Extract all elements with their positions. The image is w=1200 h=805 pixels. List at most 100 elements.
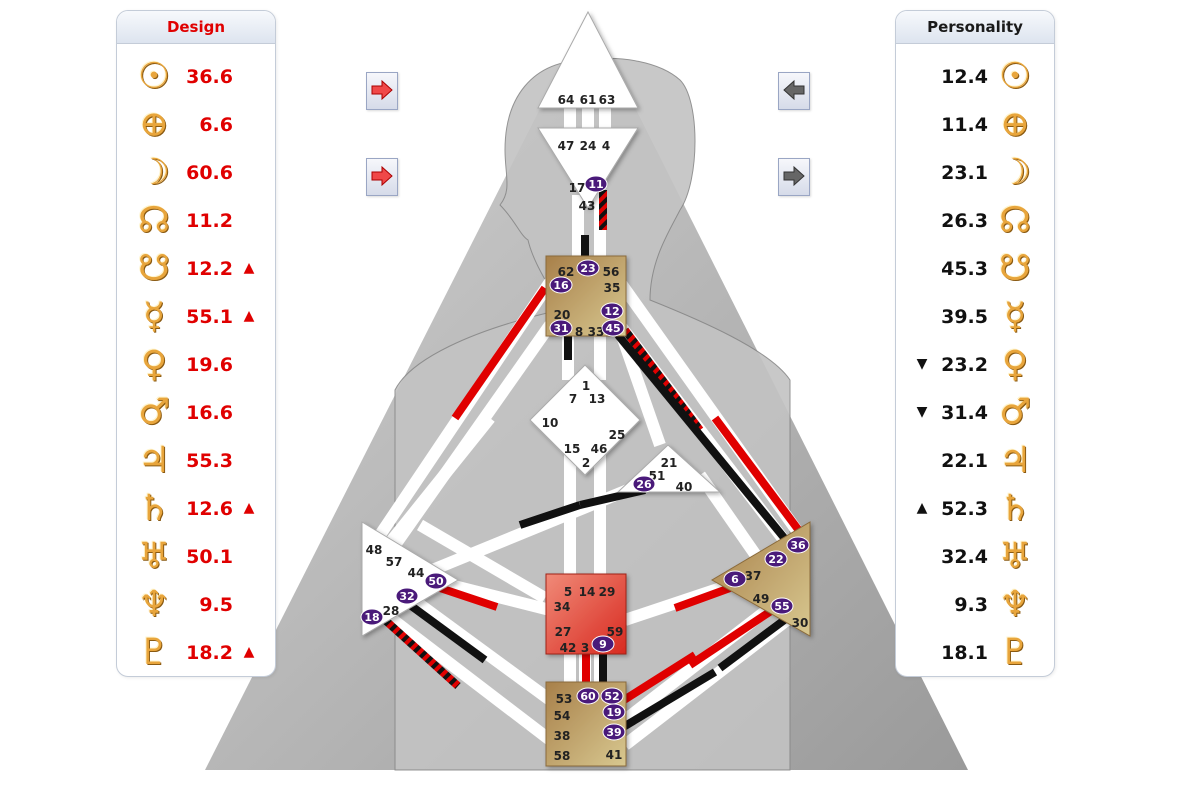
personality-row-sun[interactable]: ☉12.4: [896, 54, 1054, 102]
gate-23[interactable]: 23: [580, 262, 595, 275]
gate-26[interactable]: 26: [636, 478, 652, 491]
head-center[interactable]: [537, 10, 639, 109]
gate-21[interactable]: 21: [661, 456, 678, 470]
design-row-mercury[interactable]: ☿55.1▲: [117, 294, 275, 342]
design-row-neptune[interactable]: ♆9.5: [117, 582, 275, 630]
gate-18[interactable]: 18: [364, 611, 379, 624]
gate-5[interactable]: 5: [564, 585, 572, 599]
gate-37[interactable]: 37: [745, 569, 762, 583]
g-center[interactable]: [529, 364, 641, 476]
design-forward-button-2[interactable]: [366, 158, 398, 196]
gate-32[interactable]: 32: [399, 590, 414, 603]
gate-34[interactable]: 34: [554, 600, 571, 614]
gate-24[interactable]: 24: [580, 139, 597, 153]
gate-60[interactable]: 60: [580, 690, 596, 703]
personality-forward-button[interactable]: [778, 158, 810, 196]
gate-20[interactable]: 20: [554, 308, 571, 322]
gate-55[interactable]: 55: [774, 600, 789, 613]
gate-56[interactable]: 56: [603, 265, 620, 279]
gate-29[interactable]: 29: [599, 585, 616, 599]
gate-52[interactable]: 52: [604, 690, 619, 703]
gate-50[interactable]: 50: [428, 575, 444, 588]
gate-48[interactable]: 48: [366, 543, 383, 557]
gate-27[interactable]: 27: [555, 625, 572, 639]
gate-31[interactable]: 31: [553, 322, 568, 335]
gate-7[interactable]: 7: [569, 392, 577, 406]
gate-38[interactable]: 38: [554, 729, 571, 743]
personality-row-jupiter[interactable]: ♃22.1: [896, 438, 1054, 486]
personality-row-uranus[interactable]: ♅32.4: [896, 534, 1054, 582]
gate-28[interactable]: 28: [383, 604, 400, 618]
gate-8[interactable]: 8: [575, 325, 583, 339]
personality-row-mars[interactable]: ♂31.4▼: [896, 390, 1054, 438]
personality-back-button[interactable]: [778, 72, 810, 110]
gate-4[interactable]: 4: [602, 139, 610, 153]
spleen-center[interactable]: [361, 521, 459, 637]
gate-43[interactable]: 43: [579, 199, 596, 213]
gate-46[interactable]: 46: [591, 442, 608, 456]
gate-1[interactable]: 1: [582, 379, 590, 393]
design-row-venus[interactable]: ♀19.6: [117, 342, 275, 390]
design-row-moon[interactable]: ☽60.6: [117, 150, 275, 198]
gate-36[interactable]: 36: [790, 539, 806, 552]
gate-11[interactable]: 11: [588, 178, 603, 191]
personality-row-north-node[interactable]: ☊26.3: [896, 198, 1054, 246]
gate-9[interactable]: 9: [599, 638, 607, 651]
gate-58[interactable]: 58: [554, 749, 571, 763]
gate-42[interactable]: 42: [560, 641, 577, 655]
gate-14[interactable]: 14: [579, 585, 596, 599]
design-row-south-node[interactable]: ☋12.2▲: [117, 246, 275, 294]
gate-16[interactable]: 16: [553, 279, 569, 292]
design-row-mars[interactable]: ♂16.6: [117, 390, 275, 438]
gate-35[interactable]: 35: [604, 281, 621, 295]
gate-54[interactable]: 54: [554, 709, 571, 723]
personality-row-neptune[interactable]: ♆9.3: [896, 582, 1054, 630]
design-value-south-node: 12.2: [186, 258, 233, 280]
design-value-jupiter: 55.3: [186, 450, 233, 472]
gate-53[interactable]: 53: [556, 692, 573, 706]
gate-6[interactable]: 6: [731, 573, 739, 586]
gate-64[interactable]: 64: [558, 93, 575, 107]
gate-3[interactable]: 3: [581, 641, 589, 655]
gate-30[interactable]: 30: [792, 616, 809, 630]
gate-40[interactable]: 40: [676, 480, 693, 494]
gate-41[interactable]: 41: [606, 748, 623, 762]
personality-row-venus[interactable]: ♀23.2▼: [896, 342, 1054, 390]
gate-61[interactable]: 61: [580, 93, 597, 107]
design-row-sun[interactable]: ☉36.6: [117, 54, 275, 102]
personality-row-earth[interactable]: ⊕11.4: [896, 102, 1054, 150]
gate-12[interactable]: 12: [604, 305, 619, 318]
gate-15[interactable]: 15: [564, 442, 581, 456]
gate-2[interactable]: 2: [582, 456, 590, 470]
personality-row-south-node[interactable]: ☋45.3: [896, 246, 1054, 294]
ajna-center[interactable]: [537, 127, 639, 209]
design-row-uranus[interactable]: ♅50.1: [117, 534, 275, 582]
gate-13[interactable]: 13: [589, 392, 606, 406]
personality-row-pluto[interactable]: ♇18.1: [896, 630, 1054, 676]
gate-17[interactable]: 17: [569, 181, 586, 195]
gate-57[interactable]: 57: [386, 555, 403, 569]
design-row-saturn[interactable]: ♄12.6▲: [117, 486, 275, 534]
gate-45[interactable]: 45: [605, 322, 620, 335]
design-row-north-node[interactable]: ☊11.2: [117, 198, 275, 246]
gate-49[interactable]: 49: [753, 592, 770, 606]
personality-row-saturn[interactable]: ♄52.3▲: [896, 486, 1054, 534]
gate-10[interactable]: 10: [542, 416, 559, 430]
design-row-jupiter[interactable]: ♃55.3: [117, 438, 275, 486]
gate-62[interactable]: 62: [558, 265, 575, 279]
design-forward-button-1[interactable]: [366, 72, 398, 110]
gate-44[interactable]: 44: [408, 566, 425, 580]
gate-19[interactable]: 19: [606, 706, 621, 719]
gate-39[interactable]: 39: [606, 726, 621, 739]
gate-47[interactable]: 47: [558, 139, 575, 153]
personality-value-earth: 11.4: [941, 114, 988, 136]
gate-63[interactable]: 63: [599, 93, 616, 107]
design-row-earth[interactable]: ⊕6.6: [117, 102, 275, 150]
gate-25[interactable]: 25: [609, 428, 626, 442]
personality-row-mercury[interactable]: ☿39.5: [896, 294, 1054, 342]
gate-33[interactable]: 33: [588, 325, 605, 339]
personality-row-moon[interactable]: ☽23.1: [896, 150, 1054, 198]
gate-59[interactable]: 59: [607, 625, 624, 639]
gate-22[interactable]: 22: [768, 553, 783, 566]
design-row-pluto[interactable]: ♇18.2▲: [117, 630, 275, 676]
